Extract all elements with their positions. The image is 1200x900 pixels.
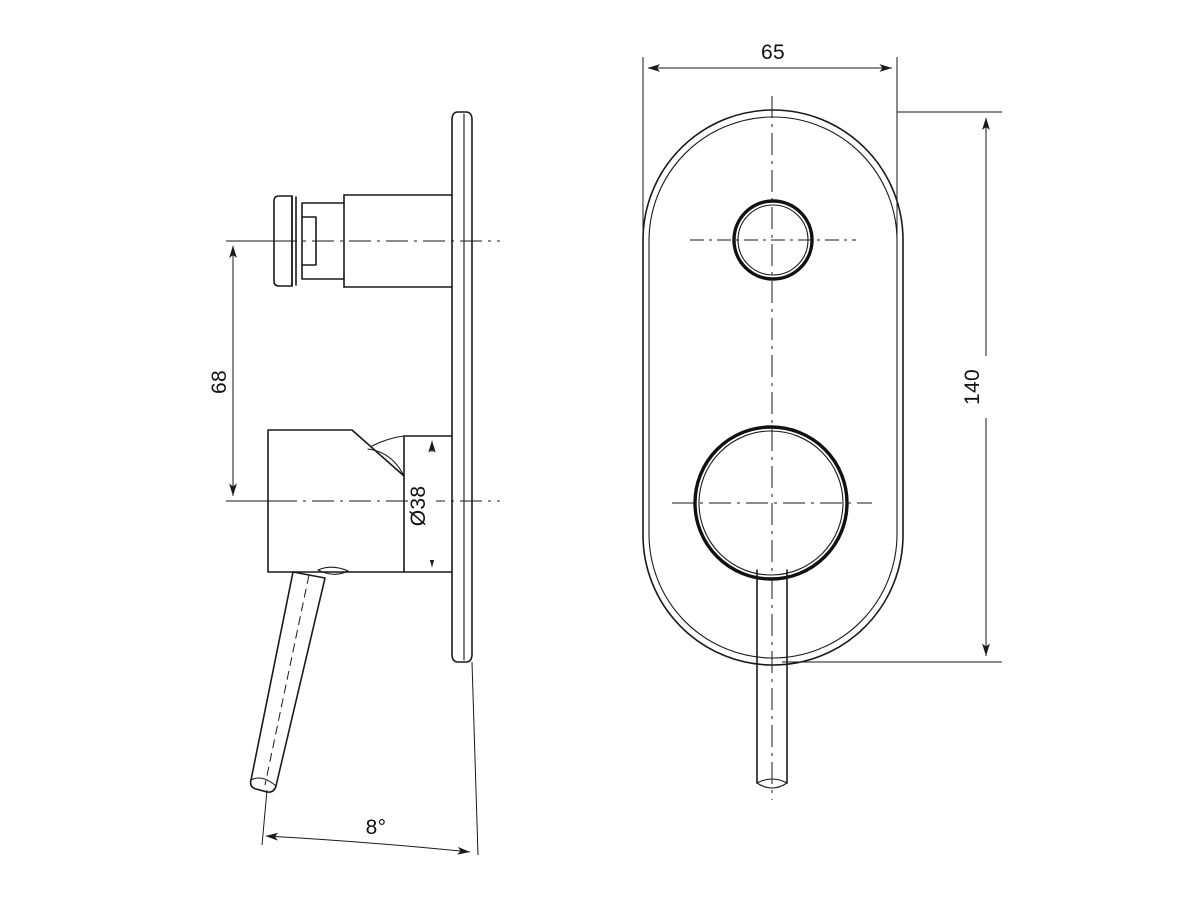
- side-view-centerlines: [238, 240, 500, 502]
- dimension-140-label: 140: [961, 369, 984, 405]
- lever-handle-side: [249, 571, 326, 793]
- dimension-diameter-38-label: Ø38: [407, 486, 430, 527]
- oval-faceplate-front: [642, 109, 904, 666]
- dimension-68: 68: [208, 240, 296, 502]
- mixer-handle-circle: [693, 425, 849, 581]
- dimension-65: 65: [642, 40, 898, 284]
- front-view-centerlines: [672, 96, 872, 800]
- front-elevation-view: 65 140: [642, 40, 1002, 800]
- dimension-65-label: 65: [761, 41, 785, 64]
- lever-handle-front: [756, 569, 788, 789]
- dimension-diameter-38: Ø38: [404, 435, 448, 573]
- dimension-68-label: 68: [208, 370, 231, 394]
- dimension-angle-8: 8°: [261, 661, 479, 856]
- wall-faceplate-side: [451, 111, 473, 663]
- side-elevation-view: 68 Ø38 8°: [208, 111, 500, 856]
- dimension-140: 140: [782, 111, 1002, 663]
- dimension-angle-8-label: 8°: [366, 816, 387, 839]
